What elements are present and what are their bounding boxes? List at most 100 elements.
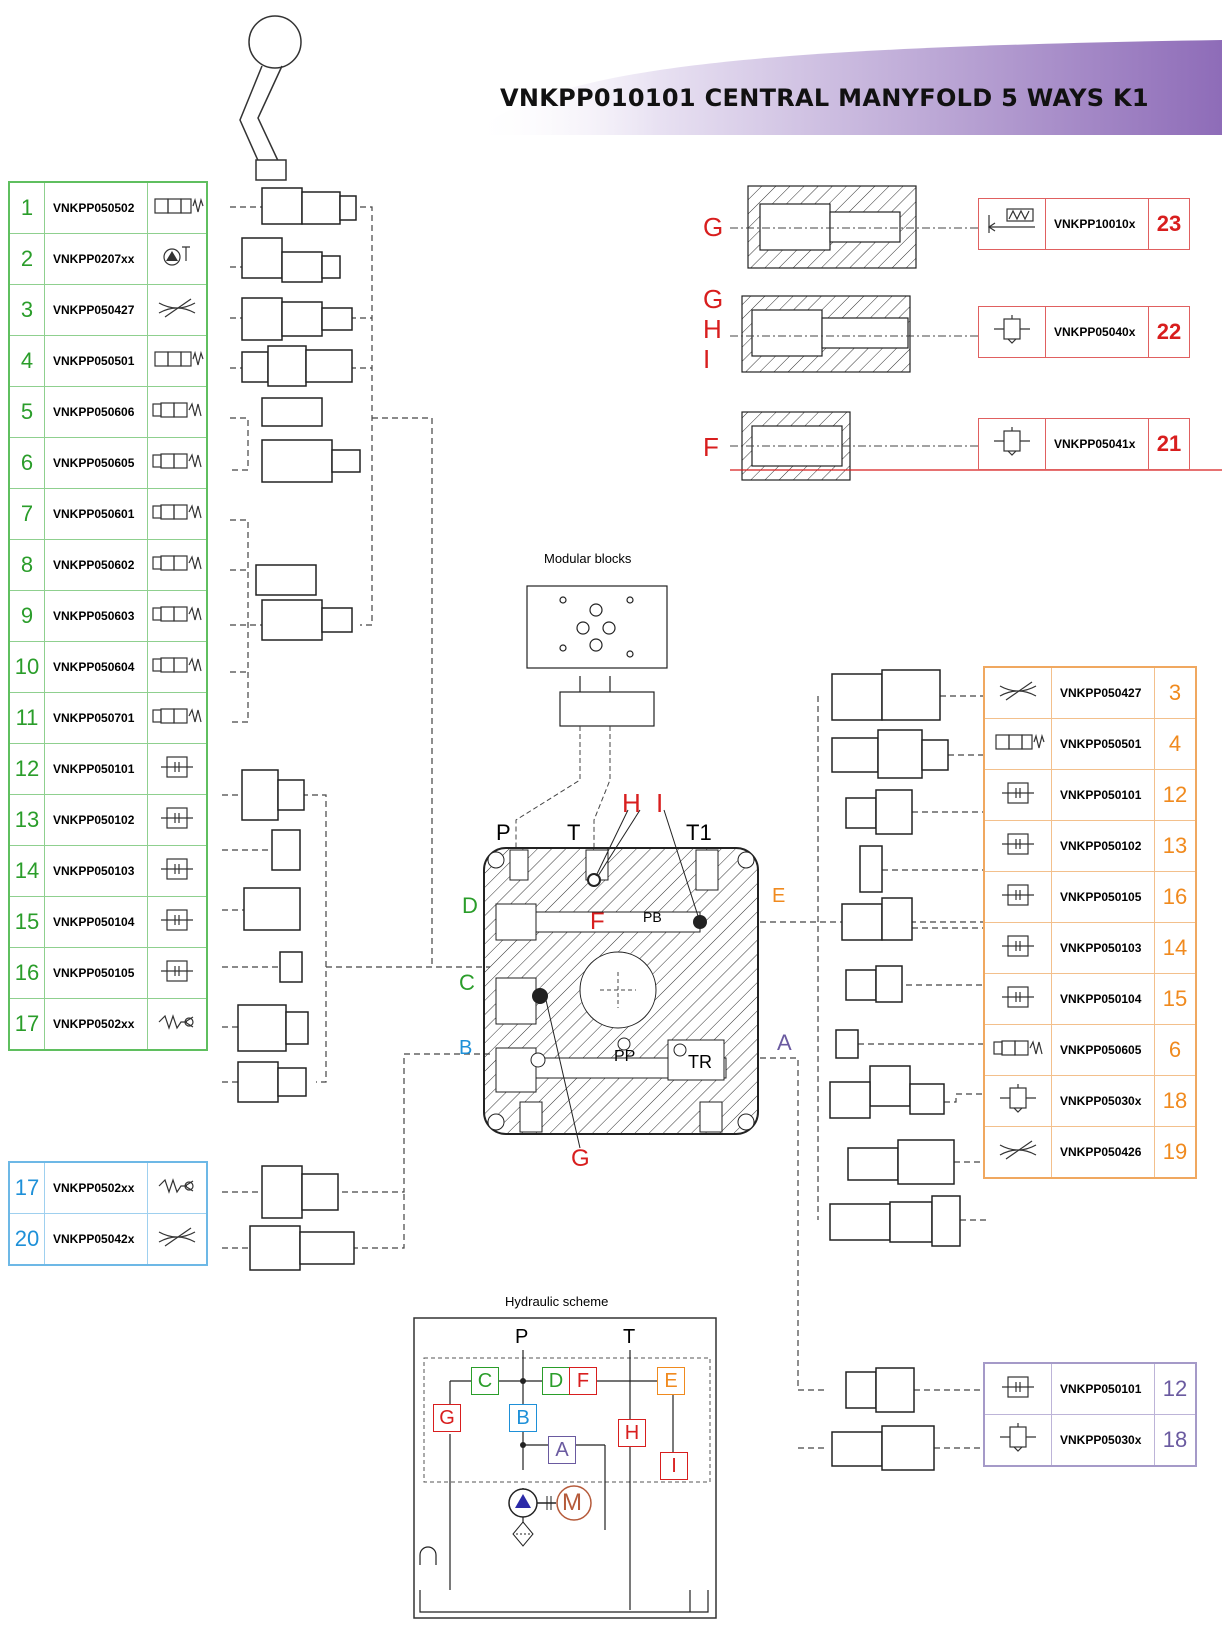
cavity-label-g: G xyxy=(703,212,724,242)
port-tr-label: TR xyxy=(688,1052,712,1072)
modular-blocks-label: Modular blocks xyxy=(544,551,632,566)
item-number: 6 xyxy=(8,437,45,489)
item-number: 4 xyxy=(1154,718,1197,770)
motor-label: M xyxy=(562,1489,582,1516)
item-number: 14 xyxy=(8,845,45,897)
scheme-box-a: A xyxy=(548,1436,576,1464)
port-pp-label: PP xyxy=(614,1048,636,1065)
port-g-label: G xyxy=(571,1145,590,1172)
scheme-box-g: G xyxy=(433,1404,461,1432)
scheme-box-i: I xyxy=(660,1452,688,1480)
part-code: VNKPP050601 xyxy=(44,488,148,540)
scheme-box-c: C xyxy=(471,1367,499,1395)
part-code: VNKPP050501 xyxy=(1051,718,1155,770)
part-code: VNKPP050427 xyxy=(44,284,148,336)
symbol-valve-icon xyxy=(983,718,1052,770)
symbol-check-valve-icon xyxy=(147,1161,208,1214)
item-number: 12 xyxy=(1154,1362,1197,1415)
symbol-plug-icon xyxy=(147,743,208,795)
item-number: 15 xyxy=(1154,973,1197,1025)
symbol-flow-control-icon xyxy=(983,1126,1052,1179)
symbol-plug-icon xyxy=(983,820,1052,872)
part-code: VNKPP050105 xyxy=(44,947,148,999)
item-number: 2 xyxy=(8,233,45,285)
part-code: VNKPP050104 xyxy=(44,896,148,948)
symbol-solenoid-valve-icon xyxy=(147,488,208,540)
part-code: VNKPP050605 xyxy=(44,437,148,489)
item-number: 23 xyxy=(1148,198,1190,250)
symbol-pressure-valve-icon xyxy=(983,1414,1052,1467)
item-number: 16 xyxy=(1154,871,1197,923)
item-number: 18 xyxy=(1154,1414,1197,1467)
part-code: VNKPP050701 xyxy=(44,692,148,744)
item-number: 1 xyxy=(8,181,45,234)
item-number: 19 xyxy=(1154,1126,1197,1179)
title-banner xyxy=(470,40,1222,135)
symbol-plug-icon xyxy=(147,845,208,897)
part-code: VNKPP050103 xyxy=(1051,922,1155,974)
part-code: VNKPP050102 xyxy=(1051,820,1155,872)
item-number: 7 xyxy=(8,488,45,540)
central-manifold-drawing xyxy=(483,809,759,1149)
part-code: VNKPP05030x xyxy=(1051,1414,1155,1467)
symbol-flow-control-icon xyxy=(147,284,208,336)
symbol-plug-icon xyxy=(983,871,1052,923)
port-pb-label: PB xyxy=(643,909,662,925)
port-f-label: F xyxy=(590,908,605,935)
symbol-solenoid-valve-icon xyxy=(147,641,208,693)
cavity-label-f: F xyxy=(703,432,719,462)
symbol-plug-icon xyxy=(983,922,1052,974)
symbol-flow-control-icon xyxy=(983,666,1052,719)
symbol-valve-icon xyxy=(147,335,208,387)
part-code: VNKPP050105 xyxy=(1051,871,1155,923)
symbol-solenoid-valve-icon xyxy=(147,692,208,744)
port-d-label: D xyxy=(462,893,478,918)
port-b-label: B xyxy=(459,1037,473,1059)
part-code: VNKPP050101 xyxy=(1051,769,1155,821)
item-number: 13 xyxy=(1154,820,1197,872)
item-number: 14 xyxy=(1154,922,1197,974)
part-code: VNKPP0502xx xyxy=(44,1161,148,1214)
item-number: 12 xyxy=(1154,769,1197,821)
item-number: 22 xyxy=(1148,306,1190,358)
item-number: 16 xyxy=(8,947,45,999)
item-number: 18 xyxy=(1154,1075,1197,1127)
scheme-t-label: T xyxy=(623,1326,636,1348)
part-code: VNKPP0502xx xyxy=(44,998,148,1051)
item-number: 11 xyxy=(8,692,45,744)
symbol-solenoid-valve-icon xyxy=(147,590,208,642)
symbol-flow-control-icon xyxy=(147,1213,208,1266)
hydraulic-scheme-label: Hydraulic scheme xyxy=(505,1294,609,1309)
symbol-plug-icon xyxy=(983,1362,1052,1415)
port-a-label: A xyxy=(777,1030,792,1055)
item-number: 3 xyxy=(8,284,45,336)
symbol-relief-valve-icon xyxy=(978,198,1046,250)
symbol-solenoid-valve-icon xyxy=(983,1024,1052,1076)
scheme-box-e: E xyxy=(657,1367,685,1395)
